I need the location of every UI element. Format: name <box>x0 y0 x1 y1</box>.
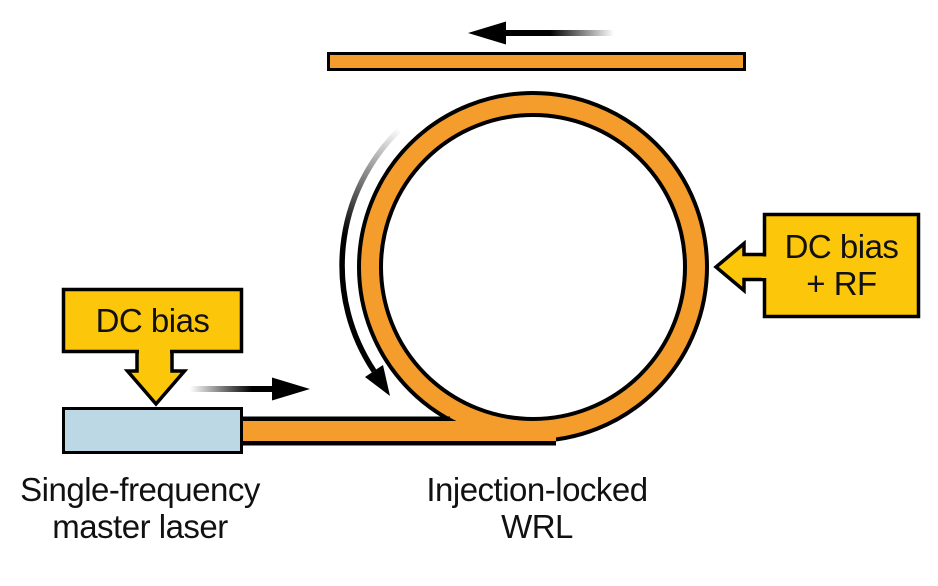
wrl-line1: Injection-locked <box>426 471 648 508</box>
master-laser-line1: Single-frequency <box>20 471 260 508</box>
bus-waveguide <box>240 416 556 446</box>
ring-waveguide <box>357 91 709 443</box>
master-laser-line2: master laser <box>52 508 228 545</box>
dc-bias-label-text: DC bias <box>95 301 210 339</box>
arrow-box-join <box>139 348 170 355</box>
dc-bias-rf-line2: + RF <box>806 265 877 302</box>
master-laser-label: Single-frequency master laser <box>0 471 280 545</box>
dc-bias-rf-box <box>762 212 921 319</box>
arrow-left-icon <box>468 21 614 45</box>
output-waveguide-bar <box>327 52 746 71</box>
dc-bias-rf-label: DC bias + RF <box>763 213 920 317</box>
master-laser-chip <box>62 407 243 454</box>
arrow-box-join <box>761 256 768 278</box>
wrl-line2: WRL <box>501 508 573 545</box>
dc-bias-label: DC bias <box>62 288 243 352</box>
dc-bias-rf-line1: DC bias <box>784 228 899 265</box>
arrow-right-icon <box>190 377 310 401</box>
dc-bias-box <box>61 287 244 354</box>
curved-arrow-ccw-icon <box>339 128 401 396</box>
wrl-label: Injection-locked WRL <box>397 471 677 545</box>
